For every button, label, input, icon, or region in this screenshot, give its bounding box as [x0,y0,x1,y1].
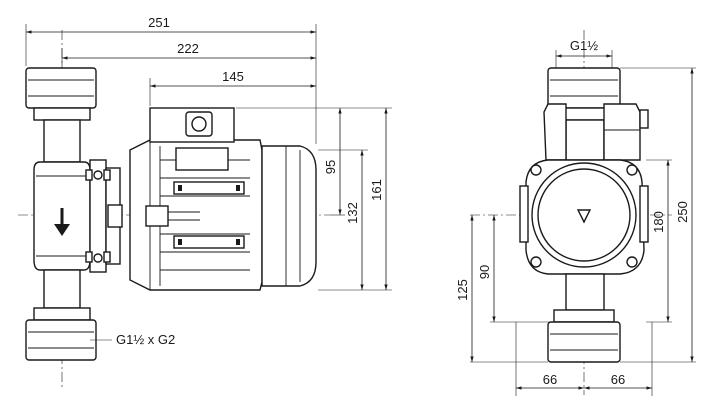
front-view: G1½ 180 250 125 90 66 66 [455,30,696,396]
flow-direction-arrow-icon [54,208,70,236]
housing-flange [85,159,123,273]
dim-axis-offset: 90 [477,265,492,279]
side-view: 251 222 145 95 132 161 G1½ x G2 [18,15,392,390]
dim-overall-width: 251 [148,15,170,30]
dim-terminal-box-height: 95 [323,160,338,174]
bottom-flange-nut [25,307,97,361]
motor-end-cap [261,145,317,287]
top-flange-nut [25,67,97,121]
front-upper-neck [565,119,605,161]
dim-port-to-port-length: 250 [675,201,690,223]
dim-port-to-motor-end: 222 [177,41,199,56]
dim-motor-height: 161 [369,179,384,201]
dim-body-height: 180 [651,211,666,233]
dim-axis-to-base: 125 [455,279,470,301]
front-lower-neck [565,273,605,311]
terminal-box [149,107,235,171]
thread-callout-top: G1½ [570,38,598,53]
front-motor-flange [519,159,649,275]
thread-callout-side: G1½ x G2 [116,332,175,347]
dim-motor-length: 145 [222,69,244,84]
dim-half-width-right: 66 [611,372,625,387]
front-top-flange-nut [547,67,621,121]
dim-half-width-left: 66 [543,372,557,387]
lower-pipe-stub [43,269,81,309]
front-bottom-flange-nut [547,309,621,363]
dim-motor-axis-height: 132 [345,202,360,224]
upper-pipe-stub [43,119,81,163]
